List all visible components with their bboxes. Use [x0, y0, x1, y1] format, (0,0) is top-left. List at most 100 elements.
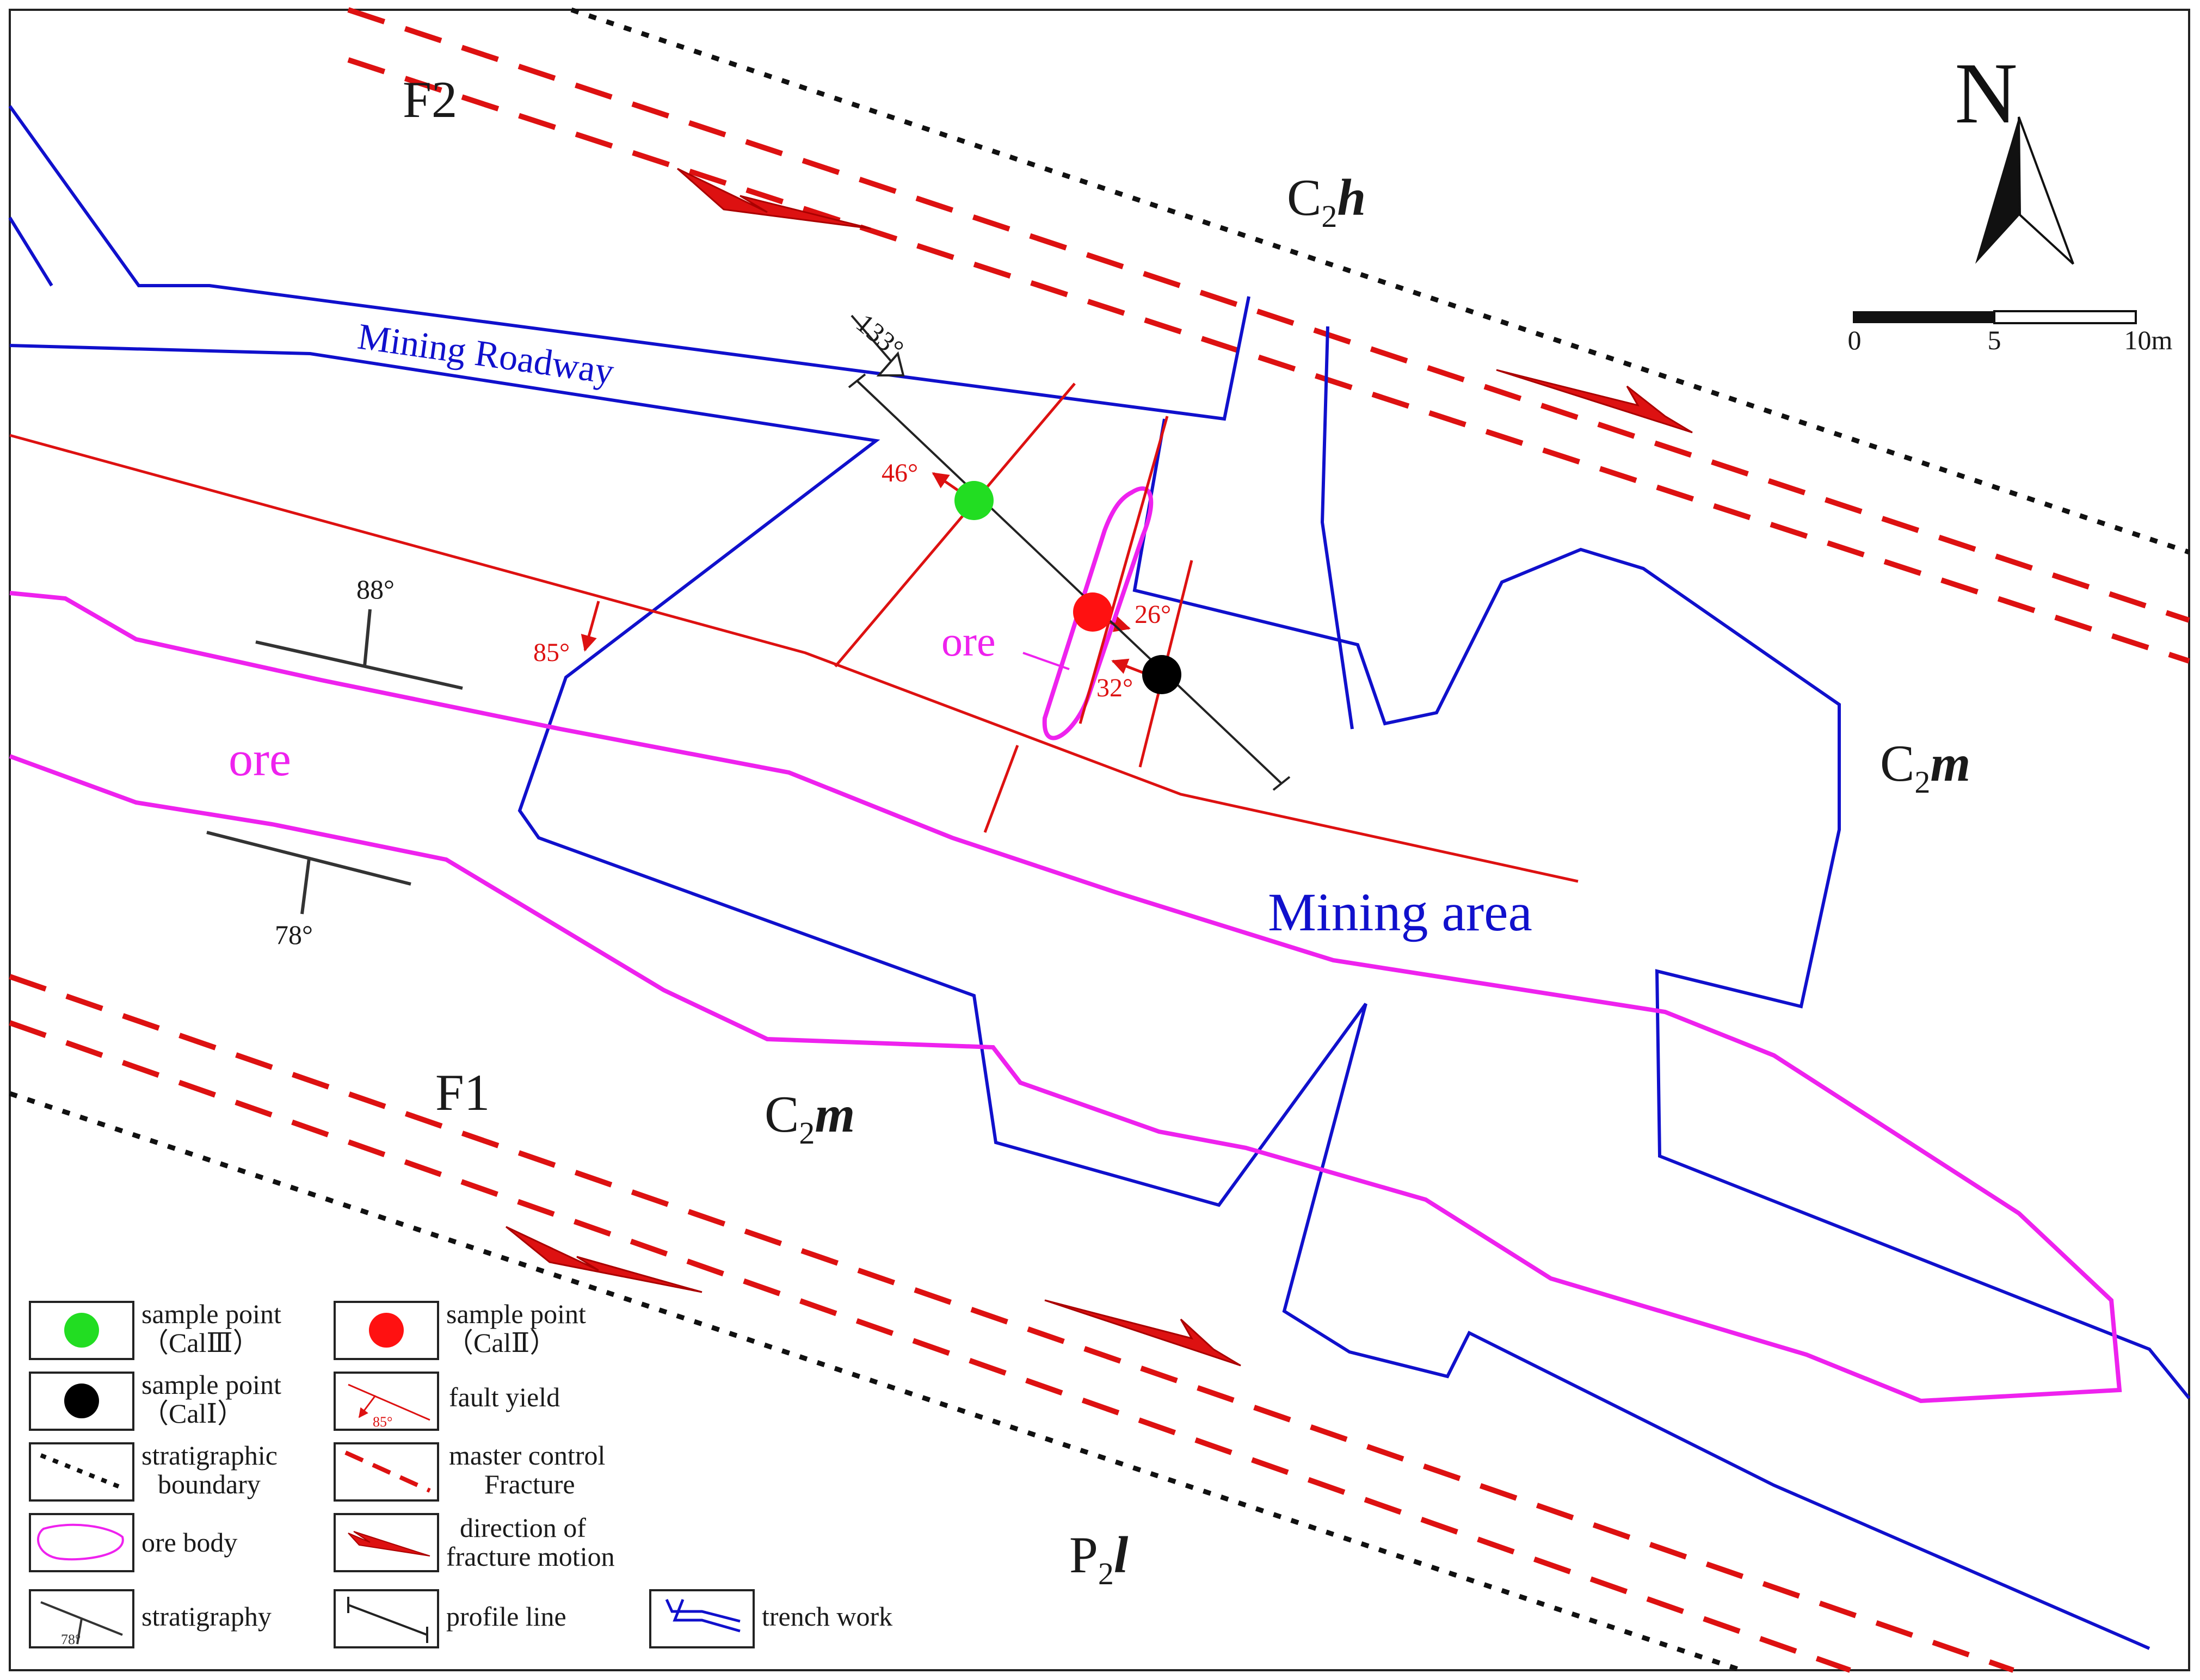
scale-bar: 0 5 10m [1848, 310, 2173, 355]
dip-label-88: 88° [356, 574, 395, 604]
scale-tick-5: 5 [1988, 325, 2001, 355]
legend-label-trench: trench work [762, 1601, 892, 1632]
north-arrow-dark-half [1975, 117, 2020, 264]
mining-area-outline [1132, 418, 2191, 1399]
profile-azimuth-label: 133° [851, 308, 910, 365]
north-arrow-light-half [2018, 116, 2074, 265]
strike-line-88 [255, 640, 463, 690]
ore-body-upper-boundary [9, 591, 2122, 1404]
legend-icon-red-sample [369, 1313, 404, 1348]
legend-label-call-2: （CalⅠ） [141, 1398, 244, 1429]
profile-azimuth-triangle [876, 351, 905, 376]
legend-icon-fault-value: 85° [373, 1414, 392, 1430]
fault-label-f2: F2 [403, 71, 457, 128]
legend-label-motion: direction of [460, 1512, 586, 1543]
fault-label-f1: F1 [435, 1064, 490, 1121]
ore-small-leader [1022, 652, 1070, 670]
dip-tick-78 [300, 858, 311, 915]
legend-icon-boundary [40, 1453, 124, 1490]
roadway-branch-west [8, 217, 53, 287]
unit-label-c2h: C2h [1287, 169, 1366, 234]
legend-icon-fault-line [348, 1383, 430, 1421]
legend-icon-motion [348, 1531, 430, 1557]
fault-yield-dip-tick [581, 601, 600, 652]
legend-icon-fault-tick [358, 1395, 377, 1418]
motion-arrow-f1-west [506, 1226, 702, 1293]
mining-area-east-edge [1320, 326, 1354, 730]
legend-label-boundary: stratigraphic [141, 1440, 278, 1471]
legend-icon-strat-tick [76, 1618, 83, 1645]
mining-area-label: Mining area [1268, 882, 1532, 942]
unit-c2h-main: C [1287, 169, 1321, 226]
fracture-f2-lower [347, 57, 2190, 664]
motion-arrow-f2-west [677, 168, 871, 230]
fracture-f2-upper [347, 7, 2190, 623]
scale-bar-light [1993, 310, 2137, 324]
strike-line-78 [206, 831, 411, 886]
boundary-line-south [9, 1091, 1742, 1673]
legend-label-boundary-2: boundary [158, 1469, 261, 1499]
legend-label-fault-yield: fault yield [449, 1382, 560, 1412]
profile-line-main [856, 380, 1283, 785]
unit-c2m-south-main: C [765, 1085, 799, 1143]
profile-end-south [1272, 776, 1291, 791]
fault-yields [9, 382, 1579, 883]
fault-dip-label-85: 85° [533, 638, 570, 667]
angle-arrow-32 [1111, 658, 1149, 676]
fault-yield-s1 [983, 745, 1019, 833]
legend-icon-black-sample [64, 1383, 99, 1418]
legend-label-calll: sample point [446, 1299, 586, 1329]
legend-label-motion-2: fracture motion [446, 1541, 615, 1572]
unit-label-p2l: P2l [1069, 1526, 1129, 1591]
unit-c2m-south-suffix: m [815, 1085, 855, 1143]
north-arrow-letter: N [1955, 45, 2018, 141]
legend-icon-trench-b [673, 1599, 741, 1633]
unit-c2h-sub: 2 [1321, 199, 1337, 234]
unit-c2m-east-main: C [1880, 734, 1914, 792]
ore-bodies [9, 591, 2122, 1404]
boundary-line-north [570, 7, 2190, 555]
unit-c2m-south-sub: 2 [799, 1115, 815, 1151]
stratigraphy-symbols [206, 609, 463, 915]
unit-label-c2m-south: C2m [765, 1085, 855, 1151]
fracture-f1-lower [9, 1020, 1851, 1673]
legend-icon-ore [37, 1523, 124, 1561]
legend: 78° sample point （CalⅢ） sample point （Ca… [29, 1299, 892, 1648]
legend-icon-master-fracture [344, 1450, 431, 1493]
fracture-f1-upper [9, 974, 2014, 1673]
ore-label-west: ore [229, 732, 291, 786]
legend-label-call: sample point [141, 1369, 281, 1400]
master-control-fractures [9, 7, 2190, 1673]
roadway-lower-edge [9, 344, 2150, 1650]
legend-label-stratigraphy: stratigraphy [141, 1601, 272, 1632]
legend-icon-green-sample [64, 1313, 99, 1348]
unit-p2l-main: P [1069, 1526, 1098, 1584]
unit-c2m-east-sub: 2 [1914, 764, 1930, 800]
legend-box-ore [29, 1513, 134, 1572]
unit-c2h-suffix: h [1337, 169, 1366, 226]
legend-label-profile: profile line [446, 1601, 566, 1632]
dip-tick-88 [363, 609, 372, 667]
legend-label-ore: ore body [141, 1527, 237, 1558]
stratigraphic-boundaries [9, 7, 2190, 1673]
legend-label-master: master control [449, 1440, 605, 1471]
ore-body-small [1042, 486, 1154, 740]
legend-icon-profile-line [348, 1604, 428, 1636]
fault-yield-main [9, 434, 1579, 883]
sample-point-callll [954, 481, 994, 520]
legend-label-calll-2: （CalⅡ） [446, 1327, 557, 1358]
angle-label-46: 46° [882, 459, 918, 487]
unit-p2l-sub: 2 [1098, 1556, 1114, 1591]
scale-bar-dark [1853, 311, 1994, 323]
unit-p2l-suffix: l [1114, 1526, 1129, 1584]
legend-icon-strat-value: 78° [61, 1632, 81, 1647]
fracture-motion-arrows [506, 168, 1693, 1367]
motion-arrow-f1-east [1044, 1299, 1241, 1367]
angle-label-32: 32° [1096, 674, 1133, 702]
dip-label-78: 78° [275, 919, 313, 950]
legend-icon-trench-a [665, 1598, 741, 1623]
scale-tick-10m: 10m [2124, 325, 2173, 355]
ore-label-small: ore [941, 617, 996, 665]
scale-tick-0: 0 [1848, 325, 1862, 355]
sample-point-calll [1073, 592, 1112, 632]
